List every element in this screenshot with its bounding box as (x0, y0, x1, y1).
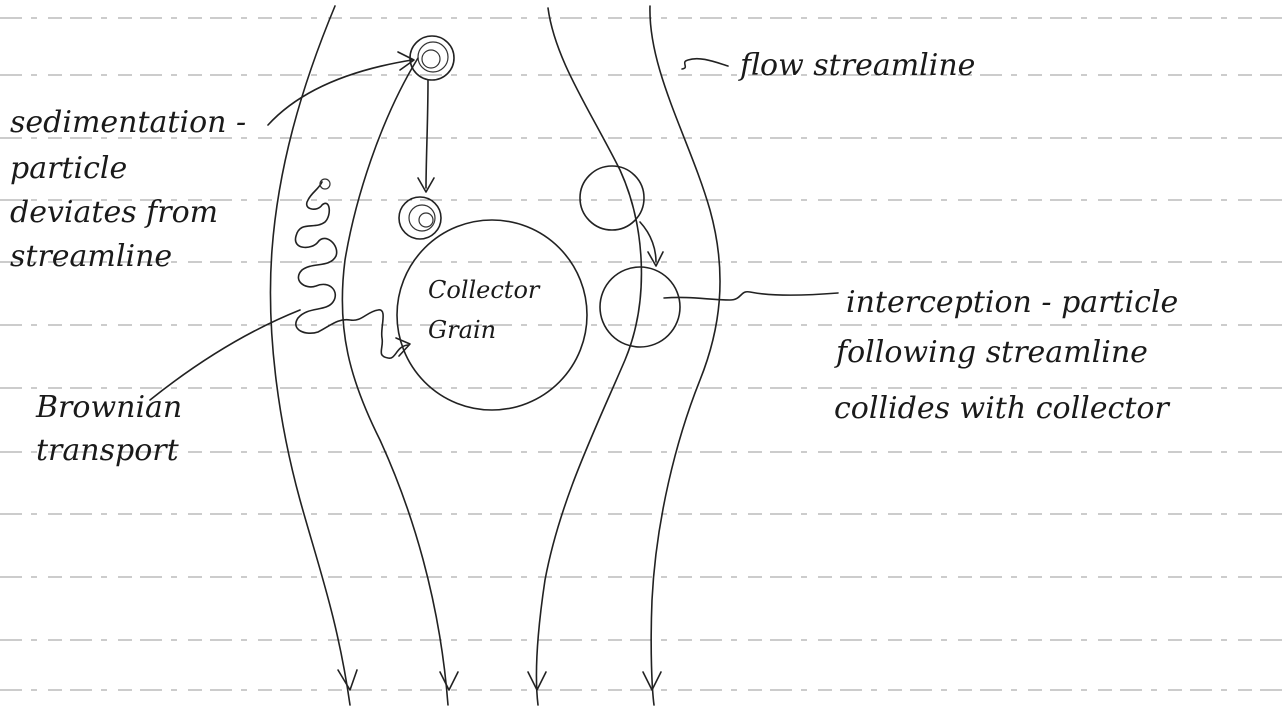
interception-pointer (664, 292, 838, 300)
arrow-head-icon (338, 670, 357, 690)
sedimentation-line-3: deviates from (10, 195, 218, 230)
streamline-4 (650, 6, 720, 705)
collector-label: Collector Grain (428, 276, 541, 344)
streamline-2 (342, 58, 448, 705)
interception-label: interception - particle following stream… (834, 285, 1178, 426)
interception-line-1: interception - particle (846, 285, 1178, 320)
sedimentation-particle-bottom (399, 197, 441, 239)
sedimentation-pointer (268, 60, 412, 125)
sedimentation-arrow (426, 80, 428, 188)
collector-line-2: Grain (428, 316, 496, 344)
brownian-line-2: transport (36, 433, 180, 468)
arrow-heads (338, 670, 661, 690)
brownian-label: Brownian transport (35, 390, 182, 468)
brownian-line-1: Brownian (35, 390, 182, 425)
interception-line-2: following streamline (834, 335, 1148, 370)
sedimentation-line-2: particle (10, 151, 127, 186)
flow-streamline-pointer (682, 59, 728, 69)
interception-arrow (640, 222, 656, 262)
sedimentation-particle-top (410, 36, 454, 80)
sedimentation-line-1: sedimentation - (10, 105, 246, 140)
collector-line-1: Collector (428, 276, 541, 304)
streamline-3 (536, 8, 641, 705)
collector-grain-circle (397, 220, 587, 410)
arrow-head-icon (440, 672, 458, 690)
sedimentation-label: sedimentation - particle deviates from s… (10, 105, 246, 274)
streamlines (270, 6, 720, 705)
sedimentation-line-4: streamline (10, 239, 172, 274)
brownian-path (295, 182, 408, 358)
interception-particle-before (580, 166, 644, 230)
interception-line-3: collides with collector (834, 391, 1170, 426)
flow-streamline-label: flow streamline (738, 48, 975, 83)
